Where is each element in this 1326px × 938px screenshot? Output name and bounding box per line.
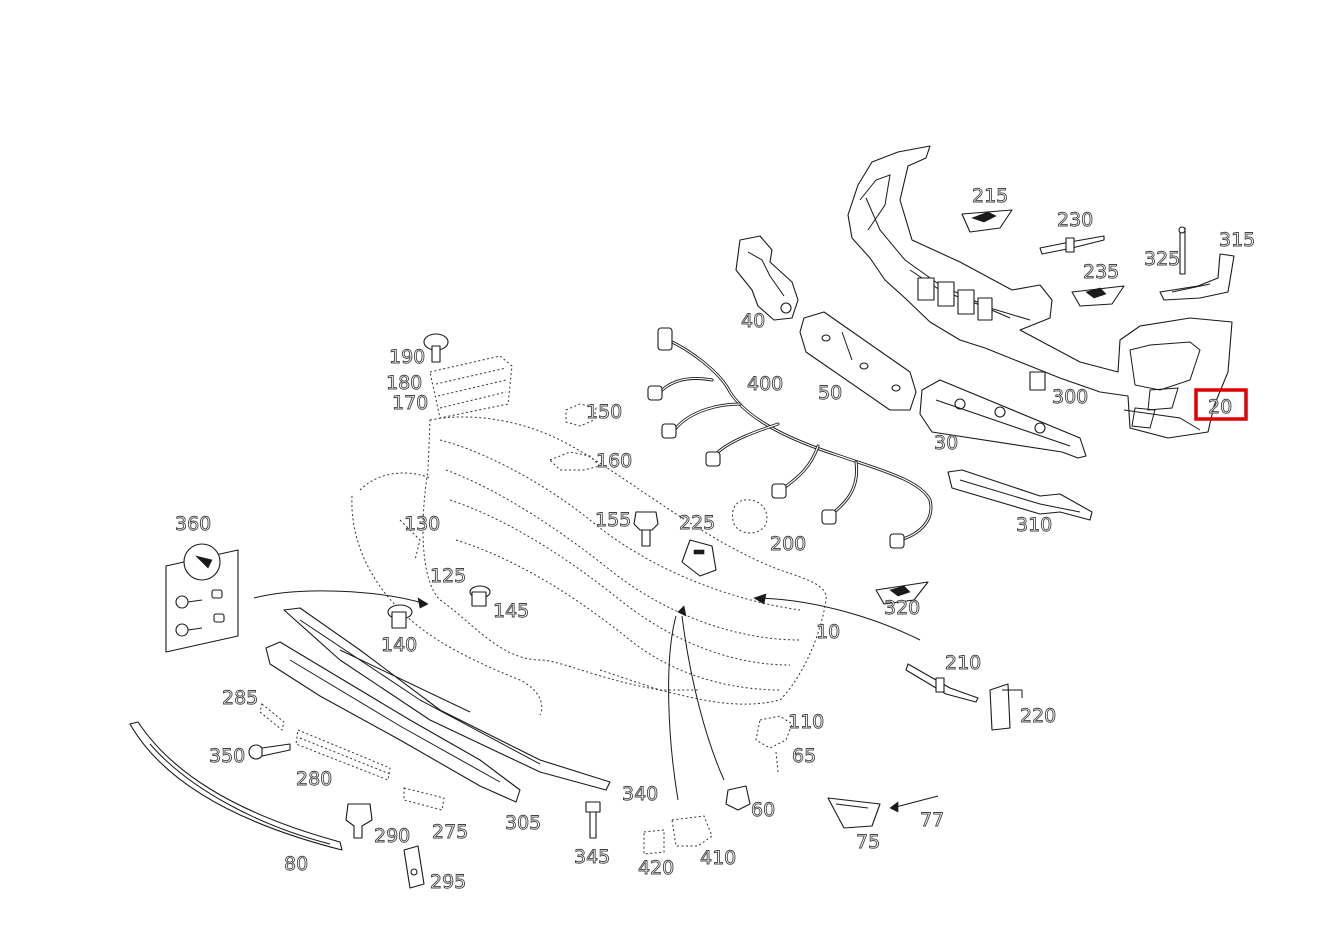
clip-part-190 (423, 333, 449, 363)
highlight-box-callout-20 (1194, 388, 1248, 421)
callout-290[interactable]: 290 (374, 825, 411, 848)
callout-315[interactable]: 315 (1219, 229, 1256, 252)
callout-60[interactable]: 60 (751, 799, 776, 822)
trim-strip-part-340 (283, 607, 611, 791)
bracket-part-225 (681, 539, 717, 577)
callout-110[interactable]: 110 (788, 711, 825, 734)
callout-350[interactable]: 350 (209, 745, 246, 768)
callout-305[interactable]: 305 (505, 812, 542, 835)
screw-part-350 (248, 743, 291, 760)
callout-140[interactable]: 140 (381, 634, 418, 657)
small-parts-dashed (549, 403, 793, 773)
absorber-part-30 (919, 379, 1087, 459)
callout-285[interactable]: 285 (222, 687, 259, 710)
pin-part-345 (585, 801, 601, 839)
fender-bracket-part-20 (1123, 409, 1201, 431)
callout-150[interactable]: 150 (586, 401, 623, 424)
callout-300[interactable]: 300 (1052, 386, 1089, 409)
wiring-harness-part-400 (647, 327, 933, 549)
callout-275[interactable]: 275 (432, 821, 469, 844)
clip-part-290 (345, 803, 373, 839)
grille-insert-part-305 (265, 641, 521, 803)
callout-180[interactable]: 180 (386, 372, 423, 395)
callout-310[interactable]: 310 (1016, 514, 1053, 537)
callout-75[interactable]: 75 (856, 831, 881, 854)
screw-part-155 (633, 511, 659, 547)
foam-block-part-50 (799, 311, 917, 411)
grille-part-275 (403, 787, 445, 811)
callout-40[interactable]: 40 (741, 310, 766, 333)
callout-235[interactable]: 235 (1083, 261, 1120, 284)
bumper-carrier-part-300 (847, 145, 1233, 439)
bracket-part-320 (875, 581, 929, 605)
molding-part-80 (129, 721, 343, 851)
bracket-part-215 (961, 209, 1013, 233)
sensor-part-410 (671, 815, 713, 847)
callout-80[interactable]: 80 (284, 853, 309, 876)
fastener-part-140 (387, 604, 413, 629)
pin-part-230 (1039, 235, 1105, 255)
callout-130[interactable]: 130 (404, 513, 441, 536)
callout-77[interactable]: 77 (920, 809, 945, 832)
cap-part-60 (725, 785, 751, 811)
callout-220[interactable]: 220 (1020, 705, 1057, 728)
undershield-part-310 (947, 469, 1093, 521)
callout-20[interactable]: 20 (1208, 396, 1233, 419)
callout-30[interactable]: 30 (934, 432, 959, 455)
callout-420[interactable]: 420 (638, 857, 675, 880)
callout-295[interactable]: 295 (430, 871, 467, 894)
callout-125[interactable]: 125 (430, 565, 467, 588)
grille-part-285 (259, 703, 285, 731)
callout-200[interactable]: 200 (770, 533, 807, 556)
pin-part-210 (905, 663, 979, 703)
callout-10[interactable]: 10 (816, 621, 841, 644)
callout-155[interactable]: 155 (595, 509, 632, 532)
bracket-part-220 (989, 683, 1023, 731)
callout-225[interactable]: 225 (679, 512, 716, 535)
callout-340[interactable]: 340 (622, 783, 659, 806)
bracket-part-40 (735, 235, 799, 321)
callout-210[interactable]: 210 (945, 652, 982, 675)
callout-410[interactable]: 410 (700, 847, 737, 870)
callout-215[interactable]: 215 (972, 185, 1009, 208)
sensor-part-420 (643, 829, 665, 855)
pin-part-325 (1178, 226, 1186, 275)
bumper-cover-part-10 (351, 416, 827, 716)
fastener-part-145 (469, 585, 491, 607)
callout-345[interactable]: 345 (574, 846, 611, 869)
callout-170[interactable]: 170 (392, 392, 429, 415)
bracket-part-315 (1159, 253, 1235, 301)
callout-65[interactable]: 65 (792, 745, 817, 768)
callout-145[interactable]: 145 (493, 600, 530, 623)
callout-230[interactable]: 230 (1057, 209, 1094, 232)
clip-part-295 (403, 845, 425, 889)
callout-labels: 20 30 40 50 60 65 75 77 80 140 145 155 1… (175, 185, 1256, 894)
callout-160[interactable]: 160 (596, 450, 633, 473)
cover-part-75 (827, 797, 881, 829)
repair-kit-part-360 (165, 543, 239, 653)
callout-320[interactable]: 320 (884, 597, 921, 620)
grille-part-180 (429, 355, 513, 419)
callout-280[interactable]: 280 (296, 768, 333, 791)
callout-360[interactable]: 360 (175, 513, 212, 536)
callout-190[interactable]: 190 (389, 346, 426, 369)
callout-400[interactable]: 400 (747, 373, 784, 396)
bracket-part-235 (1071, 285, 1125, 307)
assembly-arrows (253, 590, 939, 813)
callout-325[interactable]: 325 (1144, 248, 1181, 271)
callout-50[interactable]: 50 (818, 382, 843, 405)
